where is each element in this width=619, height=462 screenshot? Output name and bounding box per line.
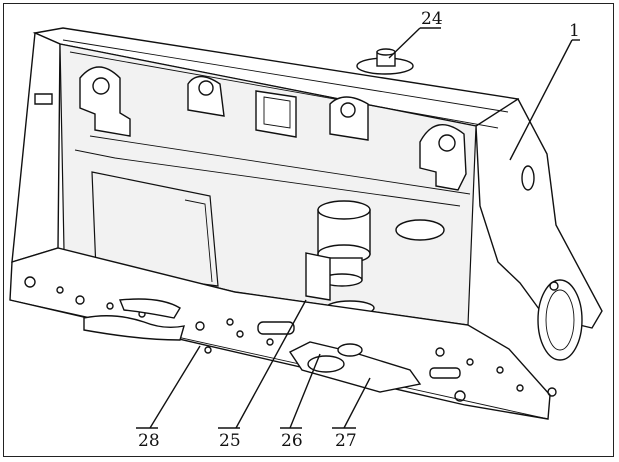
label-28: 28 — [138, 431, 160, 451]
side-boss — [521, 165, 583, 397]
label-26: 26 — [281, 431, 303, 451]
mounting-lugs — [79, 66, 467, 191]
top-shaft — [356, 48, 414, 75]
label-25: 25 — [219, 431, 241, 451]
lever-plate — [288, 341, 422, 393]
drawing-frame — [3, 3, 614, 457]
inner-block — [91, 171, 219, 287]
inner-shaft-assembly — [305, 200, 445, 316]
label-24: 24 — [421, 9, 443, 29]
label-1: 1 — [569, 21, 580, 41]
leader-lines — [136, 27, 580, 429]
label-27: 27 — [335, 431, 357, 451]
